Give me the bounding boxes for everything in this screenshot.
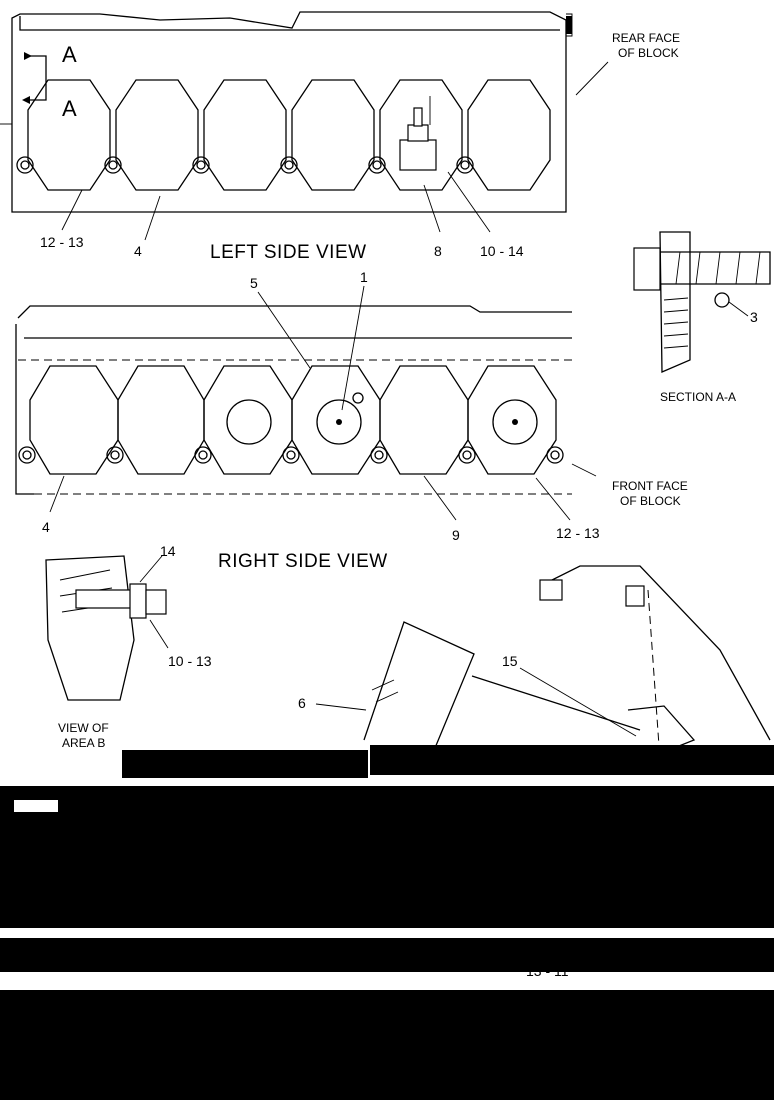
rear-face-label-2: OF BLOCK bbox=[618, 46, 679, 60]
callout-1: 1 bbox=[360, 269, 368, 285]
right-side-view-title: RIGHT SIDE VIEW bbox=[218, 551, 388, 572]
callout-9: 9 bbox=[452, 527, 460, 543]
callout-13-11: 13 - 11 bbox=[526, 963, 569, 979]
callout-12-13-left: 12 - 13 bbox=[40, 234, 84, 250]
callout-10-14: 10 - 14 bbox=[480, 243, 524, 259]
callout-3: 3 bbox=[750, 309, 758, 325]
perspective-view: 15 6 bbox=[298, 565, 771, 761]
area-b-view: 14 10 - 13 VIEW OF AREA B bbox=[45, 543, 212, 750]
left-side-view-title: LEFT SIDE VIEW bbox=[210, 242, 367, 263]
left-side-view: A A REAR FACE OF BLOCK 12 - 13 4 8 10 - … bbox=[0, 11, 680, 263]
area-b-title-1: VIEW OF bbox=[58, 721, 109, 735]
area-b-title-2: AREA B bbox=[62, 736, 105, 750]
left-pump-assembly bbox=[399, 96, 437, 171]
right-side-view: 5 1 4 9 12 - 13 FRONT FACE OF BLOCK RIGH… bbox=[15, 269, 688, 572]
callout-12-13-right: 12 - 13 bbox=[556, 525, 600, 541]
callout-15: 15 bbox=[502, 653, 518, 669]
callout-5: 5 bbox=[250, 275, 258, 291]
section-a-a-title: SECTION A-A bbox=[660, 390, 736, 404]
callout-6: 6 bbox=[298, 695, 306, 711]
callout-14: 14 bbox=[160, 543, 176, 559]
front-face-label-2: OF BLOCK bbox=[620, 494, 681, 508]
callout-4-left: 4 bbox=[134, 243, 142, 259]
left-cylinder-bores bbox=[16, 79, 551, 191]
callout-4-right: 4 bbox=[42, 519, 50, 535]
section-letter-top: A bbox=[62, 42, 77, 67]
redacted-region: 13 - 11 bbox=[0, 745, 774, 1100]
callout-8: 8 bbox=[434, 243, 442, 259]
section-a-a-view: 3 SECTION A-A bbox=[633, 231, 771, 404]
rear-face-label-1: REAR FACE bbox=[612, 31, 680, 45]
section-letter-bottom: A bbox=[62, 96, 77, 121]
callout-10-13: 10 - 13 bbox=[168, 653, 212, 669]
right-cylinder-bores bbox=[18, 365, 564, 475]
front-face-label-1: FRONT FACE bbox=[612, 479, 688, 493]
